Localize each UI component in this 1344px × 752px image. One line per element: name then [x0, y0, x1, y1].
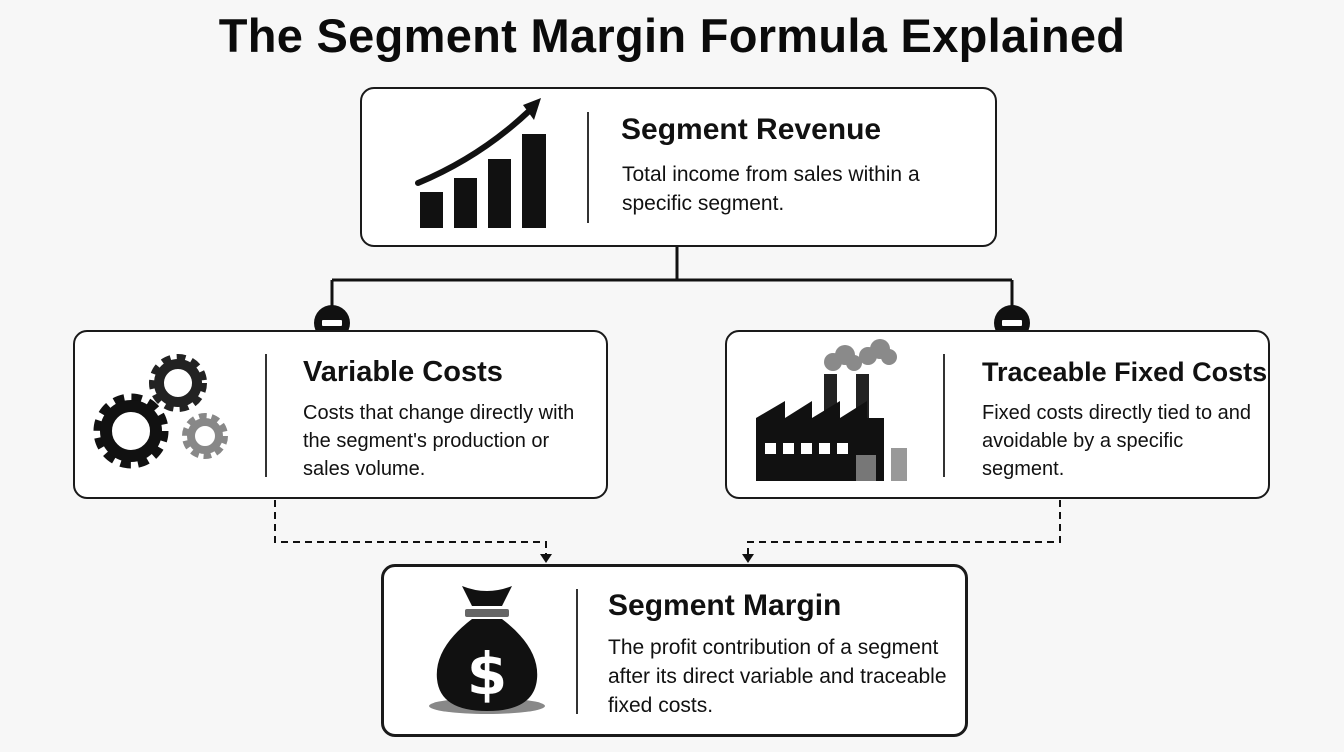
fixed-heading: Traceable Fixed Costs — [982, 357, 1268, 387]
variable-divider — [265, 354, 267, 477]
margin-divider — [576, 589, 578, 714]
large-gear-icon — [93, 393, 169, 469]
right-dashed-arrow — [747, 500, 1061, 556]
revenue-divider — [587, 112, 589, 223]
left-arrowhead — [540, 554, 552, 563]
small-gear-icon — [182, 413, 228, 459]
page-title: The Segment Margin Formula Explained — [218, 9, 1126, 62]
variable-description: Costs that change directly with the segm… — [303, 402, 575, 480]
bar-chart-growth-icon — [415, 98, 546, 228]
smoke-clouds-icon — [824, 339, 897, 371]
right-arrowhead — [742, 554, 754, 563]
money-bag-icon: $ — [429, 586, 545, 714]
margin-heading: Segment Margin — [608, 589, 842, 622]
dollar-sign-icon: $ — [467, 640, 507, 708]
fixed-divider — [943, 354, 945, 477]
revenue-description: Total income from sales within a specifi… — [622, 163, 920, 215]
medium-gear-icon — [149, 354, 207, 412]
segment-revenue-box — [360, 87, 997, 247]
variable-costs-box — [73, 330, 608, 499]
revenue-heading: Segment Revenue — [621, 113, 882, 146]
gears-icon — [93, 354, 228, 469]
margin-description: The profit contribution of a segment aft… — [608, 636, 947, 717]
left-dashed-arrow — [274, 500, 547, 556]
fixed-description: Fixed costs directly tied to and avoidab… — [982, 402, 1252, 480]
factory-icon — [756, 339, 907, 481]
variable-heading: Variable Costs — [303, 356, 503, 388]
